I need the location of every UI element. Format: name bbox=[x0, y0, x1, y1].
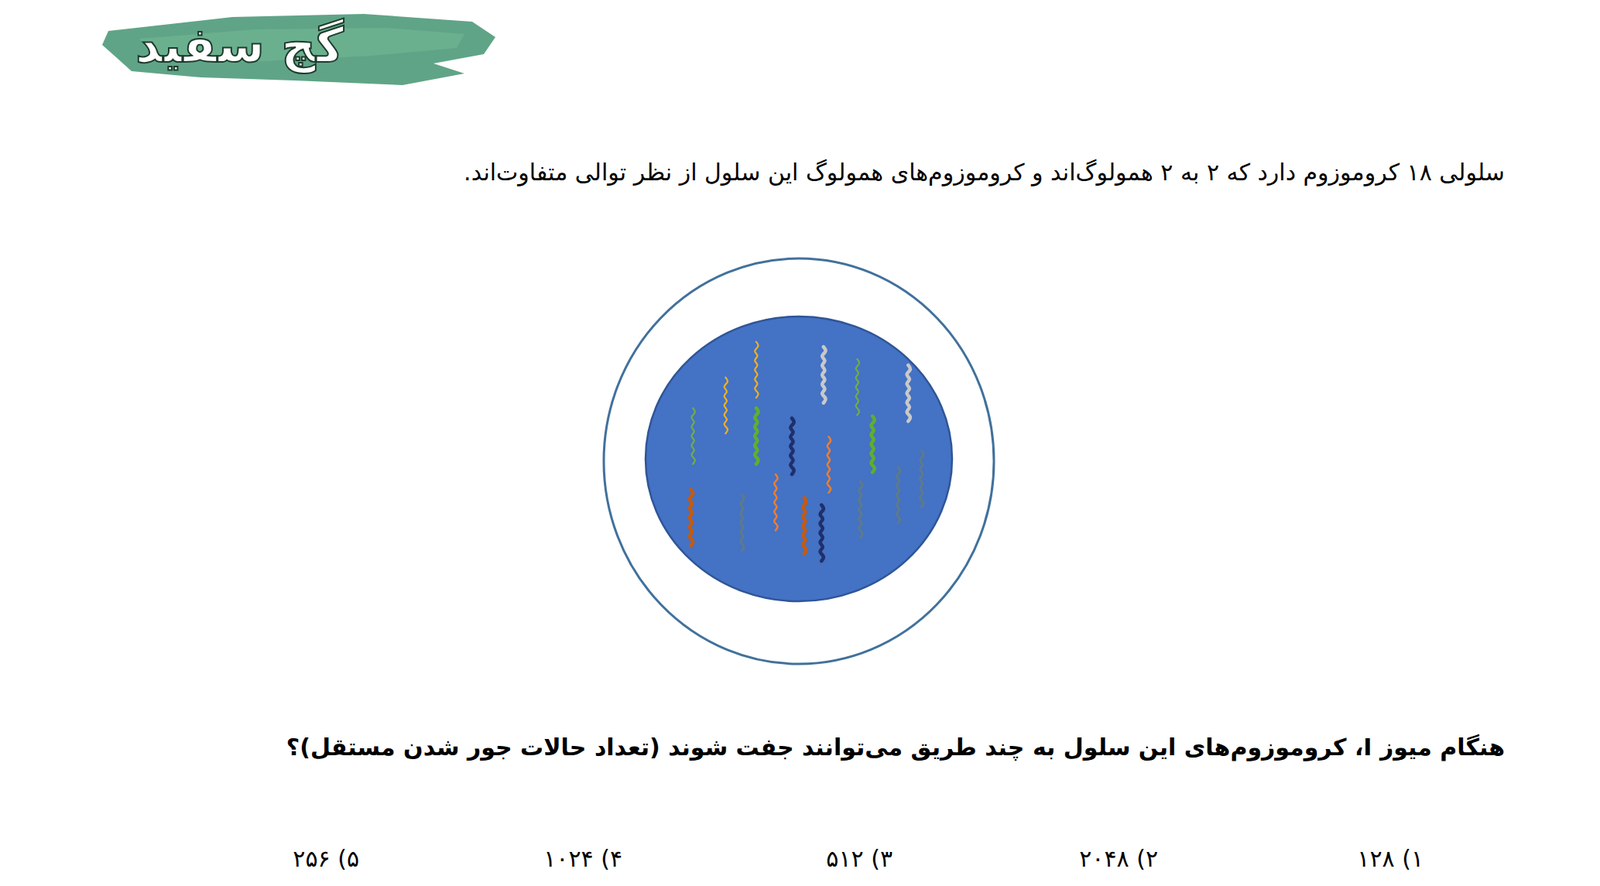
answer-option: ۴) ۱۰۲۴ bbox=[543, 845, 623, 874]
chromosome bbox=[859, 481, 863, 538]
chromosome bbox=[870, 416, 874, 473]
question-statement: سلولی ۱۸ کروموزوم دارد که ۲ به ۲ همولوگ‌… bbox=[463, 158, 1505, 187]
chromosome bbox=[774, 474, 778, 532]
chromosome bbox=[907, 365, 911, 422]
chromosome bbox=[820, 505, 824, 562]
chromosome bbox=[724, 377, 728, 435]
answer-option: ۲) ۲۰۴۸ bbox=[1079, 845, 1159, 874]
chromosomes bbox=[689, 342, 924, 562]
chromosome bbox=[689, 489, 693, 547]
logo-brush bbox=[102, 13, 496, 86]
chromosome bbox=[920, 451, 924, 508]
answer-option: ۱) ۱۲۸ bbox=[1356, 845, 1424, 874]
cell-membrane bbox=[603, 258, 994, 665]
chromosome bbox=[740, 494, 744, 552]
chromosome bbox=[896, 467, 900, 525]
chromosome bbox=[754, 407, 758, 465]
nucleus bbox=[645, 316, 953, 602]
chromosome bbox=[790, 417, 794, 475]
chromosome bbox=[754, 342, 758, 399]
answer-option: ۵) ۲۵۶ bbox=[292, 845, 360, 874]
chromosome bbox=[827, 436, 831, 494]
chromosome bbox=[691, 407, 695, 465]
chromosome bbox=[802, 497, 806, 555]
chromosome bbox=[822, 346, 826, 404]
question-prompt: هنگام میوز I، کروموزوم‌های این سلول به چ… bbox=[286, 733, 1505, 762]
chromosome bbox=[856, 359, 860, 416]
answer-option: ۳) ۵۱۲ bbox=[825, 845, 893, 874]
logo-text: گچ سفید bbox=[135, 17, 344, 75]
